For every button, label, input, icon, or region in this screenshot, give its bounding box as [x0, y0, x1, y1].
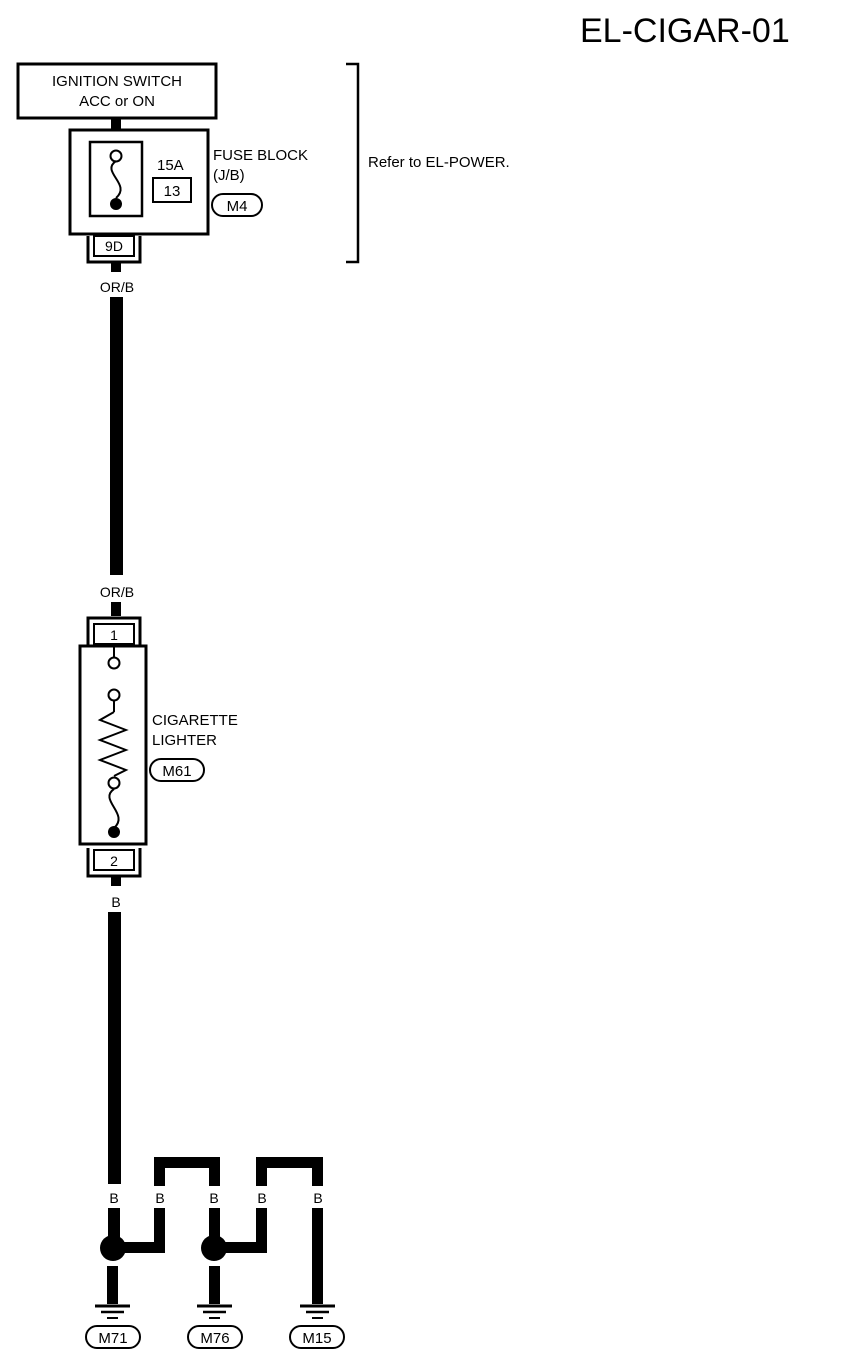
ground-icon — [95, 1304, 130, 1319]
wire-color-top: OR/B — [100, 279, 134, 295]
lighter-fuse-element-icon — [108, 788, 120, 829]
ground-network — [107, 1157, 323, 1304]
ignition-switch-box: IGNITION SWITCH ACC or ON — [16, 62, 218, 120]
reference-note: Refer to EL-POWER. — [368, 154, 510, 171]
splice-point — [100, 1235, 126, 1261]
ground-wire-label: B — [109, 1190, 118, 1206]
fuse-contact-top — [109, 149, 123, 163]
heating-element-icon — [97, 711, 129, 777]
wire-switch-to-fuse — [111, 118, 121, 130]
fuse-block-connector: M4 — [227, 198, 248, 215]
ground-connector: M71 — [98, 1330, 127, 1347]
fuse-contact-bottom — [110, 198, 122, 210]
fuse-block-name: FUSE BLOCK — [213, 147, 308, 164]
ground-wire-label: B — [313, 1190, 322, 1206]
connector-2: 2 — [86, 848, 142, 878]
fuse-rating: 15A — [157, 157, 184, 174]
ground-icon — [197, 1304, 232, 1319]
lighter-name-line2: LIGHTER — [152, 732, 217, 749]
ground-connector-badge — [85, 1325, 141, 1349]
lighter-name-line1: CIGARETTE — [152, 712, 238, 729]
fuse-block: 15A 13 — [68, 128, 210, 236]
reference-bracket — [346, 62, 360, 264]
lighter-connector-badge — [149, 758, 205, 782]
fuse-number: 13 — [164, 183, 181, 200]
fuse-number-box — [152, 177, 192, 203]
fuse-block-connector-badge — [211, 193, 263, 217]
splice-point — [201, 1235, 227, 1261]
ground-icon — [300, 1304, 335, 1319]
ground-wire-label: B — [257, 1190, 266, 1206]
wire-b — [108, 912, 121, 1184]
ground-wire-label: B — [155, 1190, 164, 1206]
connector-9d: 9D — [86, 235, 142, 264]
ignition-mode-label: ACC or ON — [79, 93, 155, 110]
wire-stub-lighter-in — [111, 602, 121, 616]
wire-stub-9d — [111, 262, 121, 272]
ground-connector: M15 — [302, 1330, 331, 1347]
fuse-terminal-label: 9D — [105, 238, 123, 254]
lighter-connector: M61 — [162, 763, 191, 780]
ignition-switch-label: IGNITION SWITCH — [52, 73, 182, 90]
ground-connector: M76 — [200, 1330, 229, 1347]
ground-connector-badge — [187, 1325, 243, 1349]
cigarette-lighter — [78, 644, 148, 846]
wire-stub-lighter-out — [111, 876, 121, 886]
fuse-element-icon — [110, 160, 122, 199]
connector-1: 1 — [86, 616, 142, 646]
ground-connector-badge — [289, 1325, 345, 1349]
ground-wire-label: B — [209, 1190, 218, 1206]
lighter-terminal-out: 2 — [110, 853, 118, 869]
wire-b-label: B — [111, 894, 120, 910]
lighter-terminal-in: 1 — [110, 627, 118, 643]
fuse-block-sub: (J/B) — [213, 167, 245, 184]
diagram-title: EL-CIGAR-01 — [580, 12, 790, 50]
wire-or-b — [110, 297, 123, 575]
wire-color-bottom: OR/B — [100, 584, 134, 600]
